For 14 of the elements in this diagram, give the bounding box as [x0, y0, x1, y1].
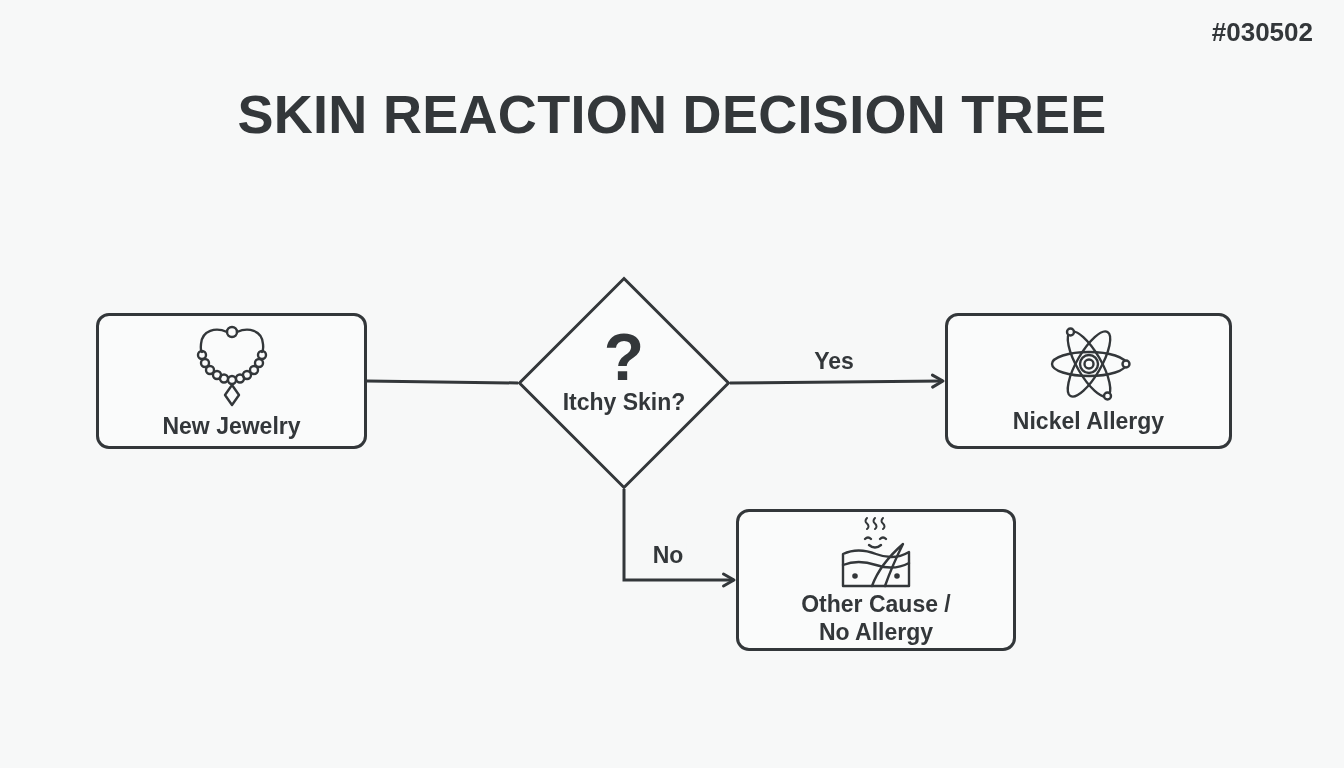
node-label: New Jewelry: [162, 413, 301, 441]
decision-diamond: [518, 277, 730, 489]
node-label: Nickel Allergy: [1012, 408, 1165, 436]
diagram-code-label: #030502: [1211, 17, 1313, 49]
connector-line: [366, 379, 519, 385]
arrow: [622, 489, 736, 588]
outcome-box: [945, 313, 1232, 449]
arrow: [730, 373, 945, 389]
start-box: [96, 313, 367, 449]
node-label: Itchy Skin?: [562, 389, 686, 417]
question-mark: ?: [603, 324, 645, 390]
diagram-title: SKIN REACTION DECISION TREE: [237, 83, 1107, 146]
outcome-box: [736, 509, 1016, 651]
node-label: Other Cause / No Allergy: [800, 591, 952, 647]
